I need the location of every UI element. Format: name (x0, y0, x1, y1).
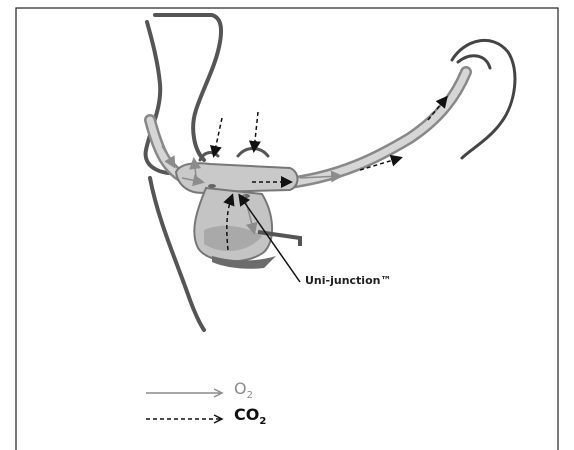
legend-co2-label: CO2 (234, 406, 266, 431)
figure-border (16, 8, 558, 450)
uni-junction-label: Uni-junction™ (305, 274, 391, 287)
legend-co2-line (146, 413, 226, 425)
legend-o2: O2 (146, 382, 253, 404)
ear (452, 40, 515, 158)
legend-co2: CO2 (146, 408, 266, 430)
uni-junction-device (176, 163, 300, 268)
nasal-prongs (200, 149, 268, 161)
legend-o2-label: O2 (234, 380, 253, 405)
legend-o2-line (146, 387, 226, 399)
